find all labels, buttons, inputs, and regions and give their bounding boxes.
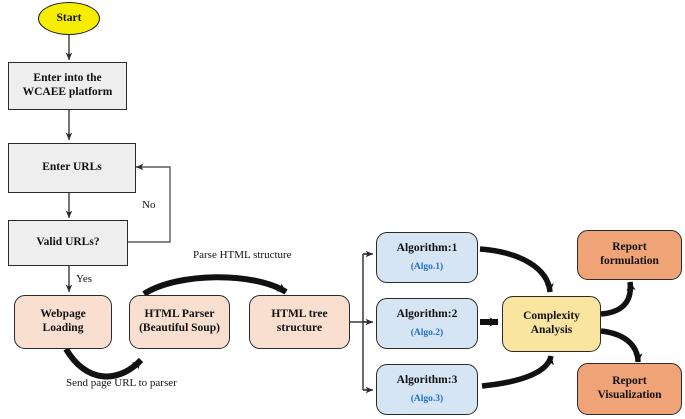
node-complexity-analysis-line1: Complexity: [523, 310, 580, 323]
edge-parser-to-tree: [142, 274, 288, 297]
edge-webpage-to-parser: [63, 347, 144, 380]
node-enter-urls[interactable]: Enter URLs: [8, 143, 136, 193]
node-report-visualization-line1: Report: [612, 375, 647, 388]
node-complexity-analysis[interactable]: Complexity Analysis: [502, 296, 601, 352]
node-report-formulation-line2: formulation: [600, 255, 659, 267]
node-algorithm-1-label: Algorithm:1: [396, 242, 458, 255]
node-webpage-loading-line1: Webpage: [40, 308, 86, 321]
node-algorithm-3-label: Algorithm:3: [396, 374, 458, 387]
node-valid-urls-label: Valid URLs?: [36, 236, 100, 249]
edge-label-send-page-url: Send page URL to parser: [66, 377, 177, 389]
node-webpage-loading-line2: Loading: [42, 322, 84, 334]
node-algorithm-2[interactable]: Algorithm:2 (Algo.2): [376, 298, 478, 349]
node-html-tree-line1: HTML tree: [271, 308, 328, 321]
node-report-formulation-line1: Report: [612, 241, 647, 254]
node-algorithm-3[interactable]: Algorithm:3 (Algo.3): [376, 364, 478, 415]
node-enter-urls-label: Enter URLs: [42, 161, 102, 174]
node-start-label: Start: [56, 11, 82, 24]
node-enter-platform[interactable]: Enter into the WCAEE platform: [8, 62, 127, 110]
node-html-tree-line2: structure: [276, 322, 323, 334]
node-report-visualization[interactable]: Report Visualization: [577, 363, 682, 415]
edge-no-loop: [128, 163, 171, 243]
edge-algo1-to-complexity: [479, 246, 554, 293]
node-html-parser-line2: (Beautiful Soup): [139, 322, 220, 334]
node-html-parser-line1: HTML Parser: [144, 308, 215, 321]
node-enter-platform-line2: WCAEE platform: [22, 86, 113, 98]
node-complexity-analysis-line2: Analysis: [530, 324, 573, 336]
node-webpage-loading[interactable]: Webpage Loading: [14, 295, 112, 349]
node-algorithm-3-sublabel: (Algo.3): [410, 393, 444, 404]
node-report-visualization-line2: Visualization: [597, 389, 662, 401]
edge-label-no: No: [142, 199, 156, 211]
edge-label-yes: Yes: [76, 273, 93, 285]
node-algorithm-1-sublabel: (Algo.1): [410, 261, 444, 272]
edge-complexity-to-report-formulation: [600, 281, 636, 317]
node-report-formulation[interactable]: Report formulation: [577, 230, 682, 280]
node-algorithm-1[interactable]: Algorithm:1 (Algo.1): [376, 232, 478, 283]
node-start[interactable]: Start: [38, 2, 100, 35]
edge-label-parse-html: Parse HTML structure: [193, 249, 292, 261]
node-html-tree[interactable]: HTML tree structure: [249, 295, 350, 349]
node-html-parser[interactable]: HTML Parser (Beautiful Soup): [129, 295, 230, 349]
node-enter-platform-line1: Enter into the: [33, 72, 102, 85]
node-algorithm-2-label: Algorithm:2: [396, 308, 458, 321]
node-valid-urls[interactable]: Valid URLs?: [8, 220, 128, 266]
edge-complexity-to-report-visualization: [600, 328, 643, 363]
node-algorithm-2-sublabel: (Algo.2): [410, 327, 444, 338]
edge-algo3-to-complexity: [481, 355, 554, 389]
